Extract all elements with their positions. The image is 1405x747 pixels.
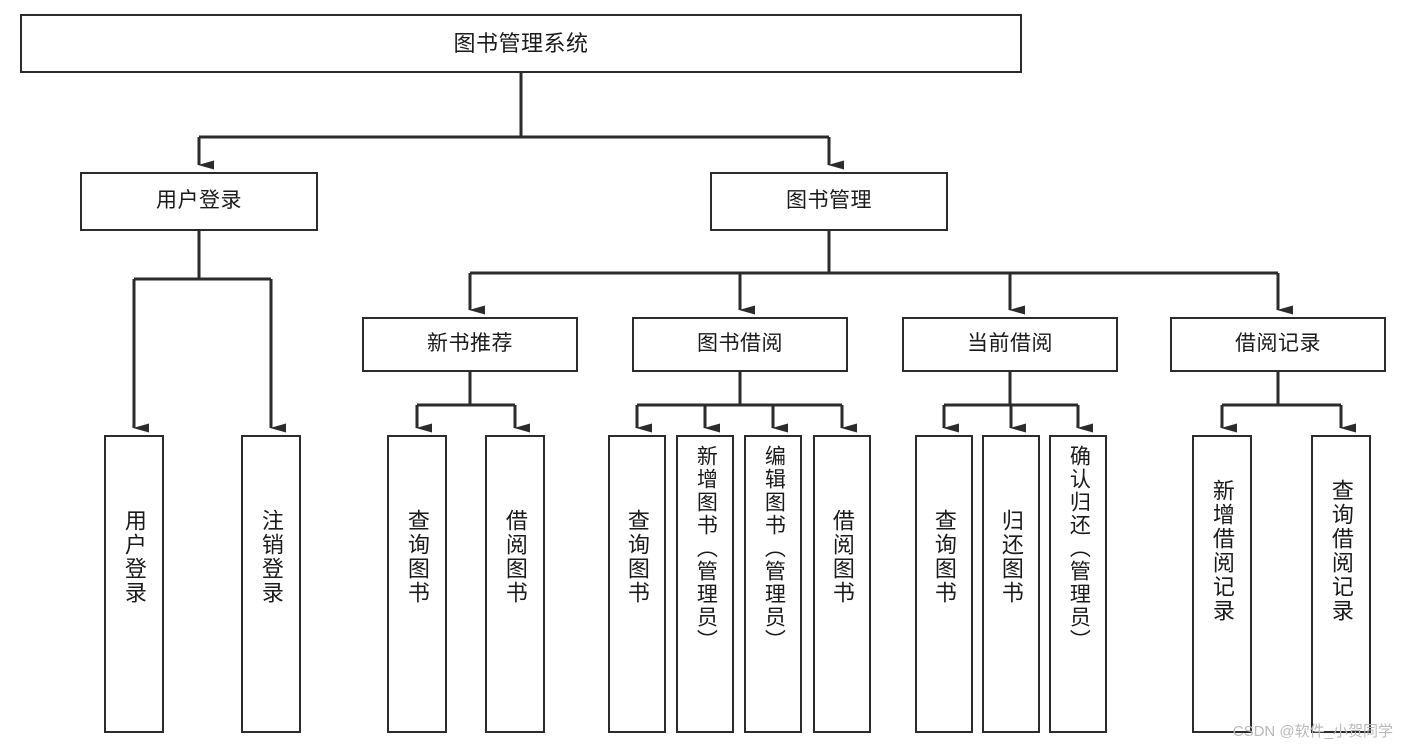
node-label: 注销登录 bbox=[258, 509, 284, 605]
leaf-record-add[interactable]: 新增借阅记录 bbox=[1192, 435, 1252, 733]
node-label: 用户登录 bbox=[156, 189, 242, 213]
leaf-borrow-edit-book-admin[interactable]: 编辑图书（管理员） bbox=[744, 435, 802, 733]
node-borrow-record[interactable]: 借阅记录 bbox=[1170, 317, 1386, 372]
node-label: 新书推荐 bbox=[427, 332, 513, 356]
leaf-recommend-query-book[interactable]: 查询图书 bbox=[387, 435, 447, 733]
node-label: 确认归还（管理员） bbox=[1067, 445, 1091, 652]
node-label: 借阅图书 bbox=[502, 509, 528, 605]
node-label: 借阅记录 bbox=[1235, 332, 1321, 356]
leaf-record-query[interactable]: 查询借阅记录 bbox=[1311, 435, 1371, 733]
node-label: 归还图书 bbox=[998, 509, 1024, 605]
leaf-borrow-borrow-book[interactable]: 借阅图书 bbox=[813, 435, 871, 733]
node-label: 图书借阅 bbox=[697, 332, 783, 356]
node-label: 图书管理 bbox=[786, 189, 872, 213]
leaf-logout[interactable]: 注销登录 bbox=[241, 435, 301, 733]
leaf-current-confirm-return-admin[interactable]: 确认归还（管理员） bbox=[1049, 435, 1107, 733]
leaf-borrow-query-book[interactable]: 查询图书 bbox=[608, 435, 666, 733]
node-label: 查询图书 bbox=[624, 509, 650, 605]
node-label: 查询图书 bbox=[404, 509, 430, 605]
node-root-system[interactable]: 图书管理系统 bbox=[20, 14, 1022, 73]
node-label: 借阅图书 bbox=[829, 509, 855, 605]
leaf-recommend-borrow-book[interactable]: 借阅图书 bbox=[485, 435, 545, 733]
node-label: 新增图书（管理员） bbox=[694, 445, 718, 652]
node-label: 当前借阅 bbox=[967, 332, 1053, 356]
leaf-borrow-add-book-admin[interactable]: 新增图书（管理员） bbox=[676, 435, 734, 733]
node-label: 查询借阅记录 bbox=[1328, 479, 1354, 623]
node-book-management[interactable]: 图书管理 bbox=[710, 172, 948, 231]
node-label: 编辑图书（管理员） bbox=[762, 445, 786, 652]
node-book-borrow[interactable]: 图书借阅 bbox=[632, 317, 848, 372]
node-current-borrow[interactable]: 当前借阅 bbox=[902, 317, 1118, 372]
node-new-book-recommend[interactable]: 新书推荐 bbox=[362, 317, 578, 372]
node-user-login[interactable]: 用户登录 bbox=[80, 172, 318, 231]
node-label: 图书管理系统 bbox=[453, 30, 589, 56]
node-label: 用户登录 bbox=[121, 509, 147, 605]
leaf-user-login[interactable]: 用户登录 bbox=[104, 435, 164, 733]
node-label: 查询图书 bbox=[931, 509, 957, 605]
node-label: 新增借阅记录 bbox=[1209, 479, 1235, 623]
leaf-current-return-book[interactable]: 归还图书 bbox=[982, 435, 1040, 733]
leaf-current-query-book[interactable]: 查询图书 bbox=[915, 435, 973, 733]
